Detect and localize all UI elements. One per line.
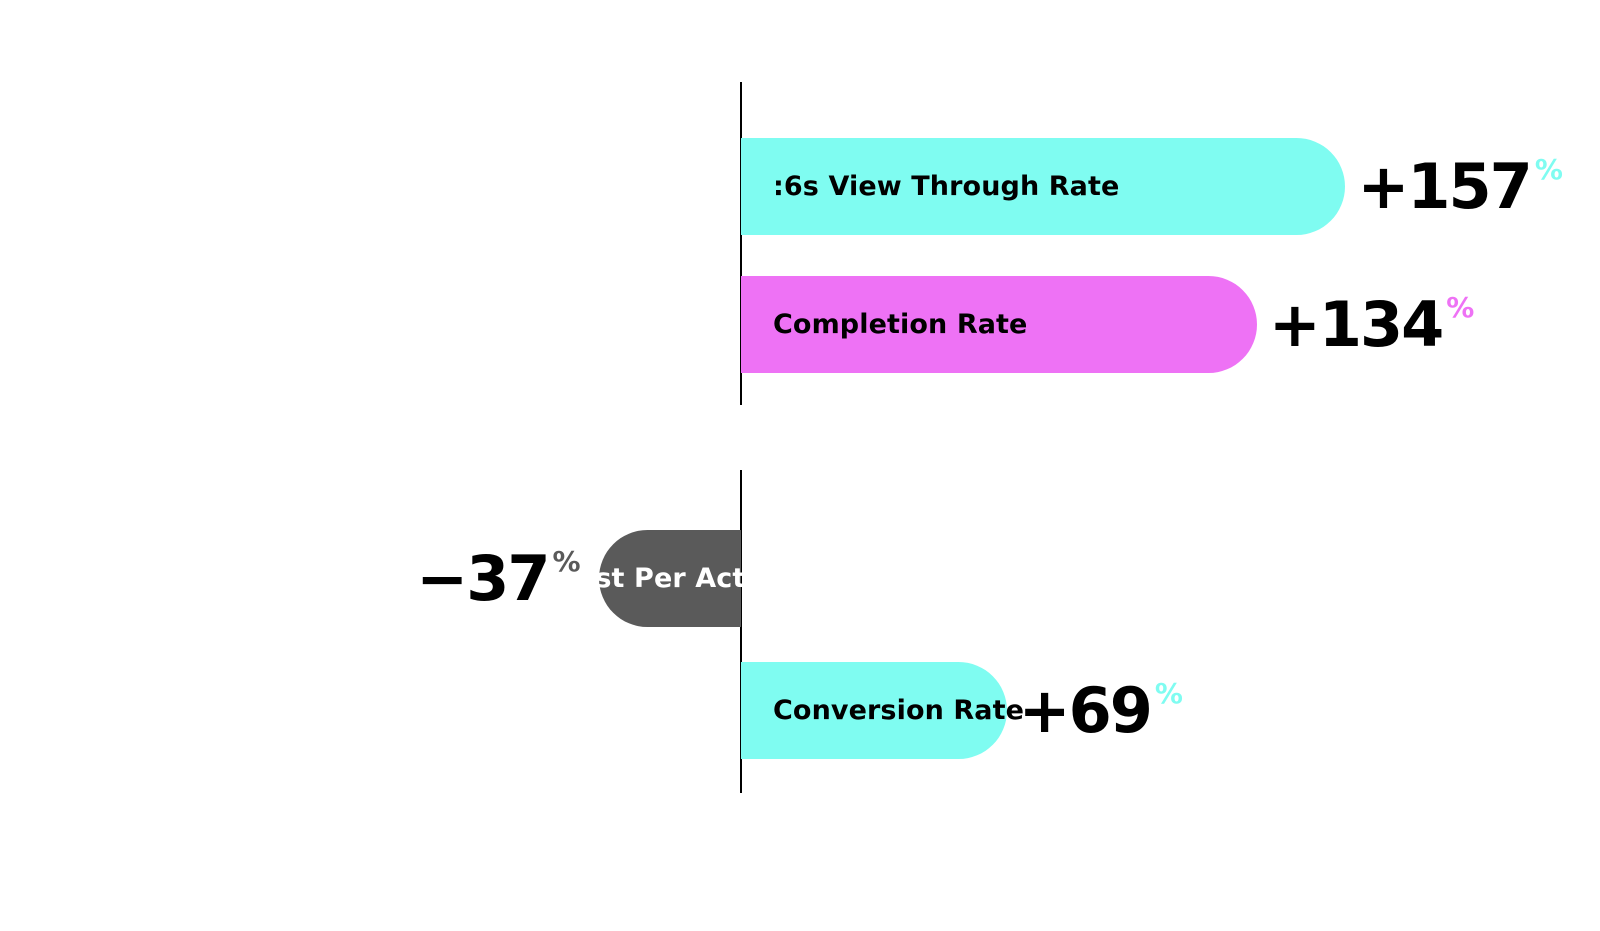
value-label-cost-per-action: −37% [416,548,580,610]
zero-axis-line [740,82,742,405]
bar-conversion-rate: Conversion Rate [741,662,1024,759]
percent-sign: % [1154,677,1183,710]
percent-sign: % [552,545,581,578]
bar-cost-per-action: Cost Per Action [557,530,793,627]
bar-label: Conversion Rate [773,695,1025,726]
bar-completion-rate: Completion Rate [741,276,1257,373]
percent-sign: % [1446,291,1475,324]
bar-label: Completion Rate [773,309,1028,340]
percent-sign: % [1534,153,1563,186]
value-number: −37 [416,542,550,615]
value-number: +134 [1268,288,1444,361]
bar-6s-view-through-rate: :6s View Through Rate [741,138,1346,235]
zero-axis-line [740,470,742,793]
value-number: +69 [1018,674,1153,747]
value-number: +157 [1357,150,1532,223]
value-label-completion-rate: +134% [1269,294,1474,356]
value-label-conversion-rate: +69% [1019,680,1183,742]
value-label-6s-view-through-rate: +157% [1357,156,1562,218]
bar-label: Cost Per Action [556,563,793,594]
bar-label: :6s View Through Rate [773,171,1120,202]
